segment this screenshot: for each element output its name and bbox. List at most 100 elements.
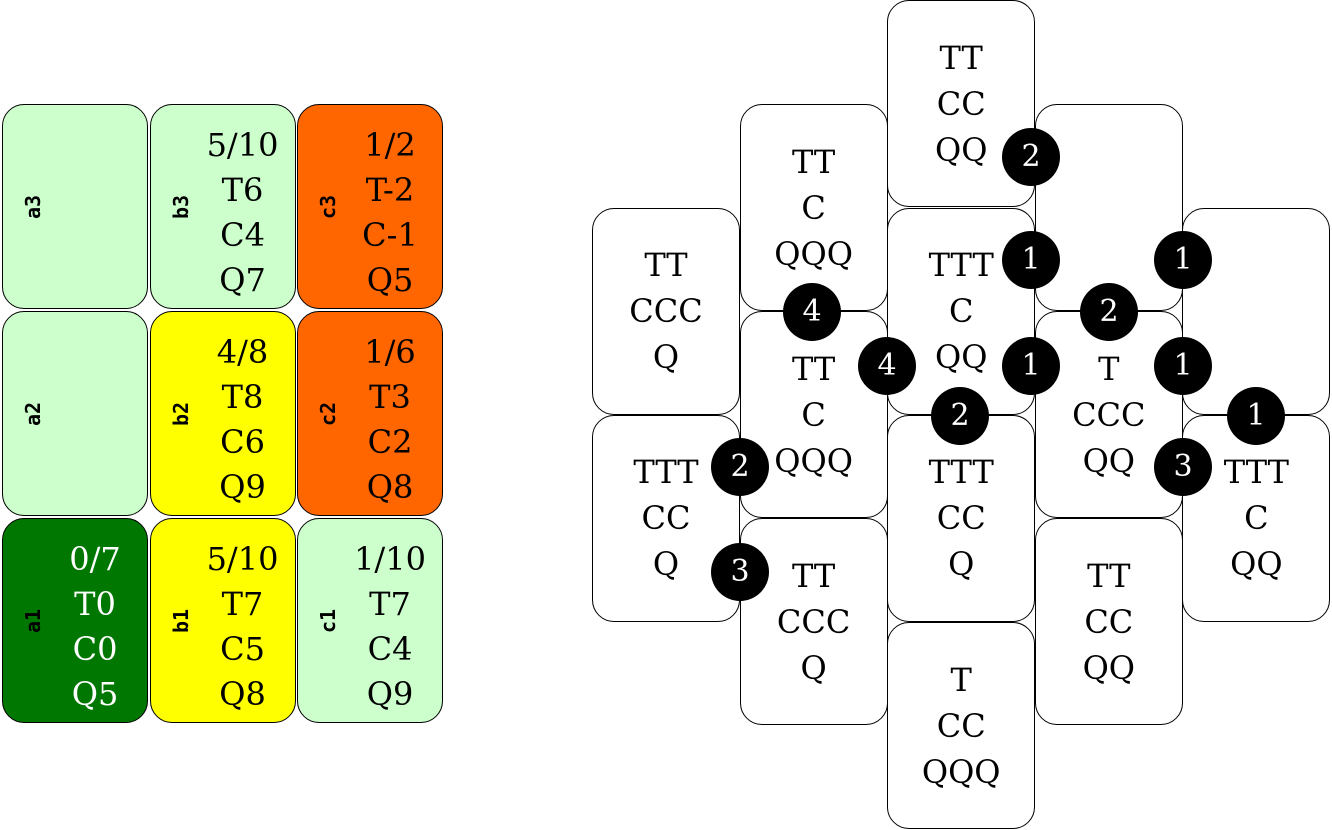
- tile-resource-line: CCC: [629, 292, 703, 331]
- edge-badge: 1: [1227, 387, 1285, 445]
- hex-tile[interactable]: TT C QQQ: [739, 311, 888, 519]
- cell-stat-line: C0: [72, 630, 118, 668]
- tile-resource-line: CC: [641, 499, 691, 538]
- grid-cell-a3: a3: [2, 104, 148, 309]
- cell-label: c3: [316, 194, 340, 219]
- cell-stat-line: Q5: [71, 675, 119, 713]
- tile-resource-line: TTT: [1223, 453, 1289, 492]
- cell-stat-line: 4/8: [216, 333, 269, 371]
- cell-stat-line: C4: [367, 630, 413, 668]
- cell-stat-line: 0/7: [69, 540, 121, 578]
- cell-label: b3: [168, 194, 193, 219]
- tile-resource-line: CC: [936, 84, 986, 123]
- edge-badge: 2: [1002, 128, 1060, 186]
- cell-stat-line: C5: [220, 630, 265, 668]
- tile-resources: TTT CC Q: [888, 449, 1034, 587]
- tile-resource-line: CCC: [1072, 395, 1146, 434]
- tile-resource-line: Q: [652, 338, 680, 377]
- cell-label: b2: [168, 401, 193, 426]
- cell-stat-line: 1/6: [364, 333, 416, 371]
- cell-stat-line: Q5: [366, 261, 414, 299]
- tile-resource-line: TT: [644, 246, 688, 285]
- hex-tile[interactable]: TT CCC Q: [592, 207, 740, 415]
- hex-tile[interactable]: TT CCC Q: [739, 518, 888, 726]
- cell-stat-line: T0: [74, 585, 116, 623]
- tile-resource-line: QQ: [1082, 648, 1136, 687]
- cell-stat-line: 5/10: [206, 126, 279, 164]
- tile-resource-line: T: [950, 660, 972, 699]
- grid-cell-a2: a2: [2, 311, 148, 516]
- tile-resource-line: TT: [791, 556, 836, 595]
- tile-resource-line: QQ: [934, 130, 988, 169]
- tile-resources: TT C QQQ: [741, 346, 887, 484]
- cell-label: a1: [21, 608, 45, 633]
- edge-badge: 2: [711, 438, 769, 496]
- tile-resource-line: Q: [948, 545, 975, 584]
- cell-stat-line: C4: [220, 216, 265, 254]
- tile-resource-line: C: [801, 395, 826, 434]
- hex-tile[interactable]: [1034, 104, 1183, 311]
- tile-resource-line: TT: [1087, 556, 1131, 595]
- cell-label: a3: [21, 194, 45, 219]
- hex-tile[interactable]: T CCC QQ: [1034, 311, 1183, 519]
- tile-resources: T CCC QQ: [1036, 346, 1182, 484]
- cell-stat-line: C-1: [362, 216, 418, 254]
- tile-resource-line: QQ: [1082, 441, 1136, 480]
- tile-resources: TTT CC Q: [593, 449, 739, 587]
- cell-stat-line: T-2: [365, 171, 415, 209]
- tile-resource-line: TT: [791, 349, 836, 388]
- edge-badge: 1: [1154, 231, 1212, 289]
- tile-resource-line: TTT: [633, 453, 699, 492]
- tile-resource-line: CCC: [776, 602, 851, 641]
- tile-resource-line: CC: [936, 499, 986, 538]
- tile-resource-line: CC: [936, 706, 986, 745]
- cell-stat-line: 1/2: [364, 126, 416, 164]
- cell-stat-line: Q9: [219, 468, 266, 506]
- tile-resource-line: QQQ: [774, 441, 853, 480]
- edge-badge: 1: [1154, 337, 1212, 395]
- edge-badge: 2: [931, 387, 989, 445]
- tile-resource-line: C: [801, 188, 826, 227]
- tile-resource-line: QQ: [934, 338, 988, 377]
- tile-resource-line: QQQ: [774, 234, 853, 273]
- tile-resource-line: T: [1098, 349, 1120, 388]
- tile-resource-line: Q: [652, 545, 680, 584]
- tile-resource-line: TTT: [928, 453, 994, 492]
- edge-badge: 4: [858, 337, 916, 395]
- cell-stat-line: Q8: [366, 468, 414, 506]
- cell-stat-line: C2: [367, 423, 413, 461]
- tile-resources: TT CCC Q: [741, 553, 887, 691]
- cell-stat-line: 1/10: [354, 540, 426, 578]
- hex-tile[interactable]: TTT CC Q: [887, 414, 1036, 622]
- tile-resource-line: TTT: [928, 246, 994, 285]
- cell-stat-line: Q7: [219, 261, 266, 299]
- cell-stat-line: Q9: [366, 675, 414, 713]
- edge-badge: 1: [1002, 231, 1060, 289]
- cell-stat-line: T8: [221, 378, 264, 416]
- cell-stat-line: T3: [369, 378, 411, 416]
- cell-stat-line: C6: [220, 423, 265, 461]
- cell-stat-line: Q8: [219, 675, 266, 713]
- tile-resource-line: Q: [800, 648, 827, 687]
- cell-label: c2: [316, 401, 340, 426]
